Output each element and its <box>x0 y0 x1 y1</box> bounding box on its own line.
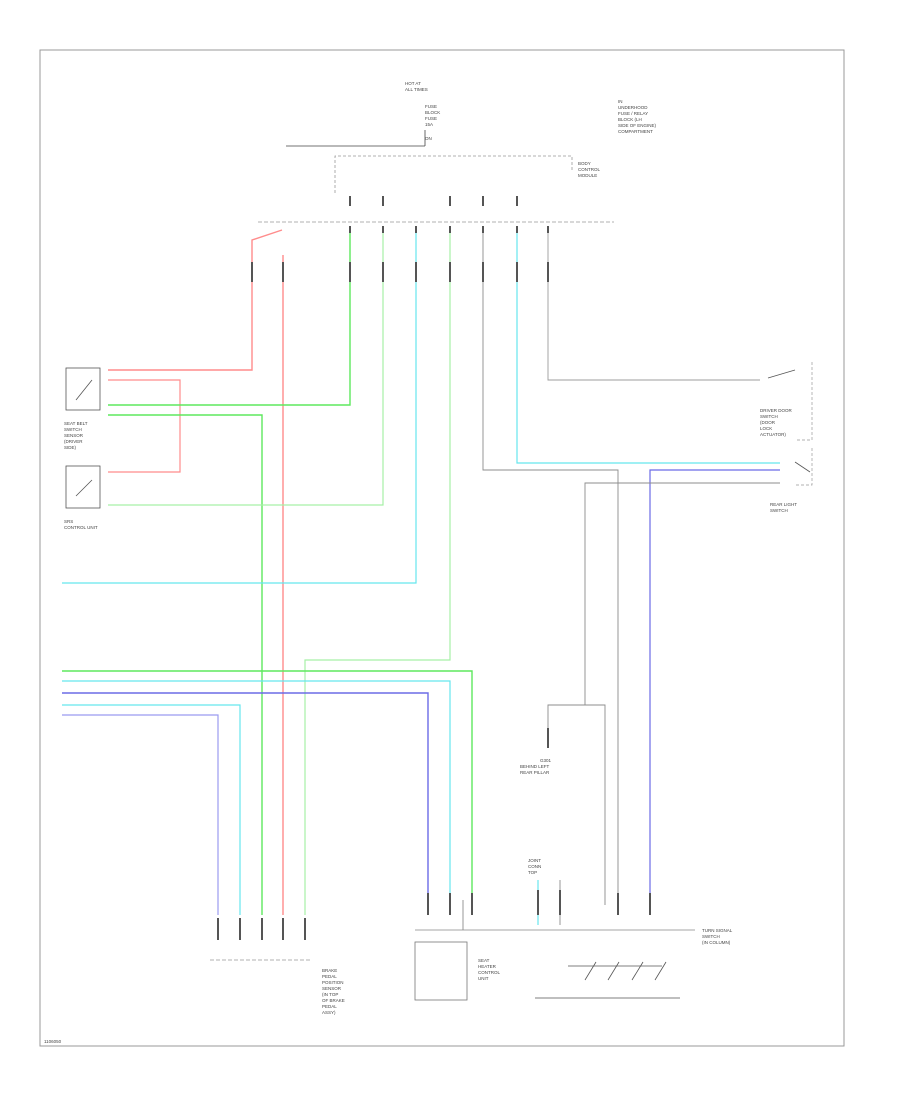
top-fuse-line-3: FUSE <box>425 116 437 121</box>
top-fuse-label-2: ALL TIMES <box>405 87 428 92</box>
wire-green-1 <box>108 230 351 406</box>
bottom-left-module-label-7: PEDAL <box>322 1004 337 1009</box>
bottom-connector-label-1: SEAT <box>478 958 490 963</box>
left-module-label-2: CONTROL UNIT <box>64 525 98 530</box>
right-switch-top-label-1: DRIVER DOOR <box>760 408 793 413</box>
upper-connector-outline <box>334 155 573 193</box>
diagram-frame <box>39 49 845 1047</box>
top-fuse-line-4: 15A <box>425 122 433 127</box>
turn-signal-contacts <box>535 961 680 999</box>
seat-belt-switch-contact <box>75 379 93 401</box>
ground-label-3: REAR PILLAR <box>520 770 550 775</box>
wire-blue-1 <box>62 692 429 900</box>
left-switch-label-3: SENSOR <box>64 433 84 438</box>
bottom-right-module-label-1: TURN SIGNAL <box>702 928 733 933</box>
bottom-left-module-label-4: SENSOR <box>322 986 342 991</box>
right-switch-top-label-5: ACTUATOR) <box>760 432 786 437</box>
left-switch-label-2: SWITCH <box>64 427 82 432</box>
top-right-note-2: UNDERHOOD <box>618 105 648 110</box>
bottom-left-module-label-3: POSITION <box>322 980 344 985</box>
right-switch-top-label-4: LOCK <box>760 426 772 431</box>
top-right-note-1: IN <box>618 99 623 104</box>
wire-gray-2 <box>482 230 619 905</box>
bottom-connector-label-4: UNIT <box>478 976 489 981</box>
left-switch-label-5: SIDE) <box>64 445 77 450</box>
top-fuse-line-1: FUSE <box>425 104 437 109</box>
bottom-right-module-label-3: (IN COLUMN) <box>702 940 731 945</box>
door-switch-outline <box>795 362 813 441</box>
top-right-note-4: BLOCK (LH <box>618 117 642 122</box>
wire-red <box>108 229 283 371</box>
wire-green-3 <box>108 230 384 506</box>
rear-light-switch-outline <box>795 448 813 486</box>
bottom-connector-top-label-2: CONN <box>528 864 541 869</box>
bottom-connector-top-label-1: JOINT <box>528 858 541 863</box>
rear-light-switch-contact <box>794 461 811 473</box>
bottom-connector-top-label-3: TOP <box>528 870 537 875</box>
bottom-left-module-label-5: (IN TOP <box>322 992 338 997</box>
bottom-left-module-label-6: OF BRAKE <box>322 998 345 1003</box>
wire-cyan-2 <box>516 230 780 464</box>
bottom-connector-label-3: CONTROL <box>478 970 500 975</box>
left-module-label-1: SRS <box>64 519 73 524</box>
wire-gray-3 <box>547 482 780 745</box>
right-switch-top-label-3: (DOOR <box>760 420 776 425</box>
top-right-note-5: SIDE OF ENGINE) <box>618 123 657 128</box>
right-switch-bottom-label-2: SWITCH <box>770 508 788 513</box>
upper-connector-label-1: BODY <box>578 161 591 166</box>
top-fuse-line-2: BLOCK <box>425 110 440 115</box>
top-right-note-6: COMPARTMENT <box>618 129 653 134</box>
wire-red-2 <box>108 379 181 473</box>
wire-blue-3 <box>649 469 780 900</box>
wire-blue-2 <box>62 714 219 915</box>
door-switch-contact-top <box>767 369 796 379</box>
upper-pin-stubs <box>251 196 549 282</box>
ground-label-2: BEHIND LEFT <box>520 764 550 769</box>
bottom-left-module-label-8: ASSY) <box>322 1010 336 1015</box>
wire-green-4 <box>304 230 451 915</box>
srs-control-unit-contact <box>75 479 93 497</box>
bottom-right-module-label-2: SWITCH <box>702 934 720 939</box>
top-fuse-line-5: ON <box>425 136 432 141</box>
seat-belt-switch-box <box>65 367 101 411</box>
bottom-left-module-label-1: BRAKE <box>322 968 337 973</box>
right-switch-bottom-label-1: REAR LIGHT <box>770 502 797 507</box>
left-switch-label-4: (DRIVER <box>64 439 83 444</box>
joint-connector-box <box>414 941 468 1001</box>
lower-pin-stubs <box>217 728 651 940</box>
srs-control-unit-box <box>65 465 101 509</box>
top-fuse-label-1: HOT AT <box>405 81 421 86</box>
left-switch-label-1: SEAT BELT <box>64 421 88 426</box>
wire-gray-4 <box>585 704 606 905</box>
bottom-connector-label-2: HEATER <box>478 964 497 969</box>
bottom-left-module-label-2: PEDAL <box>322 974 337 979</box>
footer-code: 1106050 <box>44 1039 62 1044</box>
wire-cyan-4 <box>62 704 241 915</box>
wire-cyan-3 <box>62 680 451 900</box>
top-right-note-3: FUSE / RELAY <box>618 111 648 116</box>
wire-green-2 <box>108 414 263 915</box>
ground-label-1: G301 <box>540 758 552 763</box>
upper-connector-label-2: CONTROL <box>578 167 600 172</box>
upper-connector-label-3: MODULE <box>578 173 597 178</box>
wire-cyan-1 <box>62 230 417 584</box>
right-switch-top-label-2: SWITCH <box>760 414 778 419</box>
wire-gray-1 <box>547 230 760 381</box>
wire-green-5 <box>62 670 473 900</box>
